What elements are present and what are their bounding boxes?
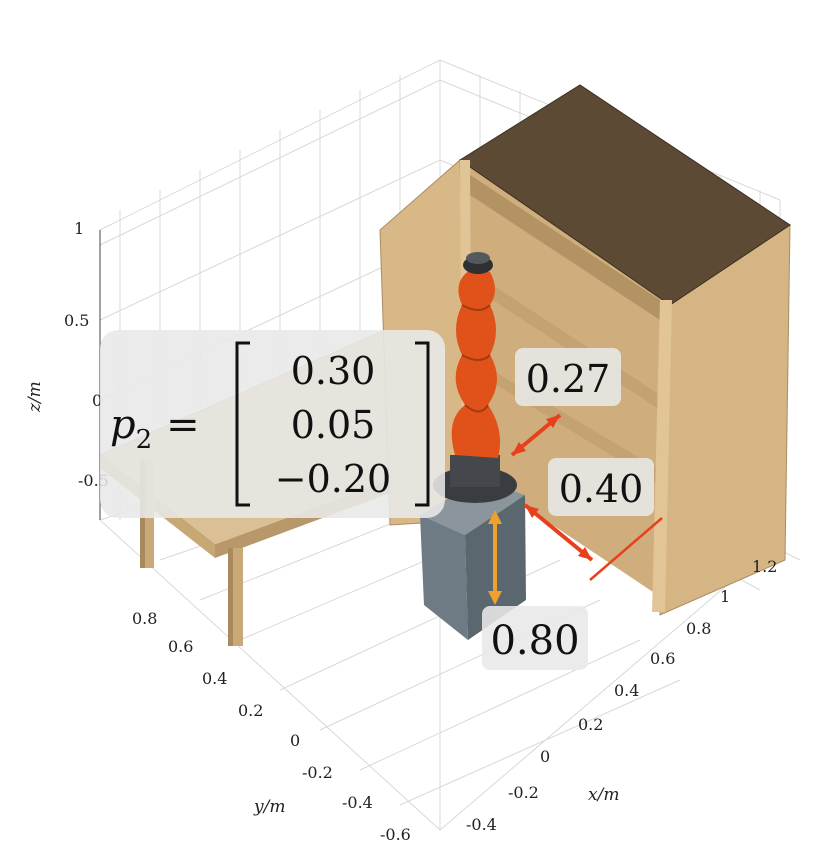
matrix-left-bracket [235,341,250,507]
matrix-right-bracket [415,341,430,507]
robot-arm [433,252,517,503]
y-axis: 0.8 0.6 0.4 0.2 0 -0.2 -0.4 -0.6 y/m [132,609,411,844]
cabinet-distance-arrow [523,503,594,562]
x-axis: -0.4 -0.2 0 0.2 0.4 0.6 0.8 1 1.2 x/m [466,557,777,834]
cabinet-distance-label: 0.40 [548,458,654,516]
vector-value-z: −0.20 [275,457,391,501]
x-tick-0.6: 0.6 [650,649,675,668]
z-axis: 1 0.5 0 -0.5 z/m [25,219,109,520]
shelf-gap-value: 0.27 [526,357,611,401]
y-tick-neg0.6: -0.6 [380,825,411,844]
dimension-arrows [488,413,663,605]
base-height-label: 0.80 [482,606,588,670]
y-tick-0.8: 0.8 [132,609,157,628]
x-tick-neg0.4: -0.4 [466,815,497,834]
y-tick-0.2: 0.2 [238,701,263,720]
z-tick-0: 0 [92,391,102,410]
z-tick-1: 1 [74,219,84,238]
cabinet-edge-line [589,517,663,581]
cabinet-distance-value: 0.40 [559,467,644,511]
x-tick-0.2: 0.2 [578,715,603,734]
z-tick-0.5: 0.5 [64,311,89,330]
vector-value-y: 0.05 [291,403,376,447]
y-axis-label: y/m [253,797,285,817]
y-tick-0.6: 0.6 [168,637,193,656]
position-vector-callout: p2 = 0.30 0.05 −0.20 [100,330,445,518]
svg-text:p2=: p2 = [110,402,200,455]
y-tick-0.4: 0.4 [202,669,227,688]
x-axis-label: x/m [588,785,619,805]
z-axis-label: z/m [25,381,45,413]
vector-symbol: p [110,402,136,448]
x-tick-1: 1 [720,587,730,606]
x-tick-0: 0 [540,747,550,766]
y-tick-neg0.2: -0.2 [302,763,333,782]
base-height-value: 0.80 [490,618,579,664]
x-tick-0.8: 0.8 [686,619,711,638]
x-tick-neg0.2: -0.2 [508,783,539,802]
vector-value-x: 0.30 [291,349,376,393]
vector-subscript: 2 [136,425,153,455]
y-tick-neg0.4: -0.4 [342,793,373,812]
x-tick-0.4: 0.4 [614,681,639,700]
y-tick-0: 0 [290,731,300,750]
x-tick-1.2: 1.2 [752,557,777,576]
vector-equals: = [166,402,200,448]
shelf-gap-label: 0.27 [515,348,621,406]
